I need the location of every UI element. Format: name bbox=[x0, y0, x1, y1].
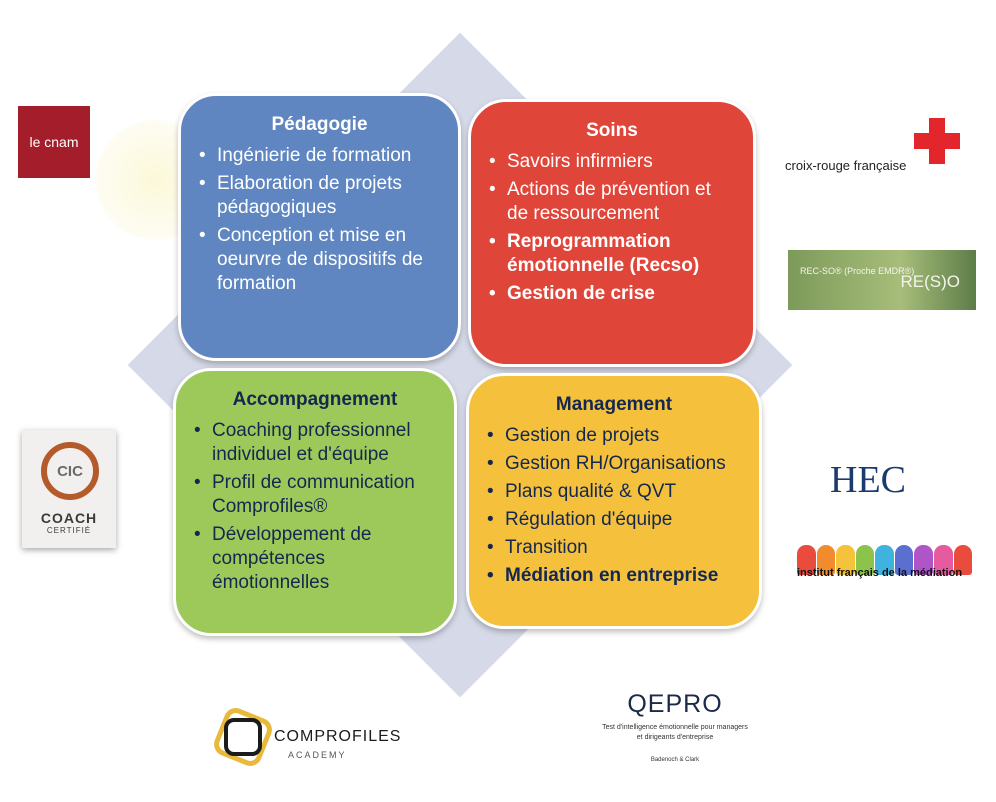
quadrant-title: Management bbox=[555, 394, 673, 415]
qepro-logo: QEPRO Test d'intelligence émotionnelle p… bbox=[600, 690, 750, 785]
quadrant-title: Pédagogie bbox=[271, 114, 368, 135]
quadrant-title: Soins bbox=[586, 120, 638, 141]
list-item: Gestion de projets bbox=[487, 424, 741, 448]
list-item: Conception et mise en oeurvre de disposi… bbox=[199, 224, 440, 296]
list-item: Régulation d'équipe bbox=[487, 508, 741, 532]
list-item: Ingénierie de formation bbox=[199, 144, 440, 168]
list-item: Gestion de crise bbox=[489, 282, 735, 306]
hec-logo: HEC bbox=[830, 458, 906, 502]
quadrant-list: Gestion de projets Gestion RH/Organisati… bbox=[487, 424, 741, 588]
list-item: Médiation en entreprise bbox=[487, 564, 741, 588]
cic-title: COACH bbox=[40, 510, 98, 526]
list-item: Actions de prévention et de ressourcemen… bbox=[489, 178, 735, 226]
recso-right-text: RE(S)O bbox=[900, 272, 961, 291]
cnam-logo: le cnam bbox=[18, 106, 90, 178]
quadrant-list: Coaching professionnel individuel et d'é… bbox=[194, 419, 436, 595]
croix-rouge-text: croix-rouge française bbox=[785, 158, 907, 173]
list-item: Transition bbox=[487, 536, 741, 560]
quadrant-accompagnement: Accompagnement Coaching professionnel in… bbox=[173, 368, 457, 636]
list-item: Reprogrammation émotionnelle (Recso) bbox=[489, 230, 735, 278]
croix-rouge-logo: croix-rouge française bbox=[785, 118, 970, 178]
quadrant-list: Ingénierie de formation Elaboration de p… bbox=[199, 144, 440, 296]
qepro-title: QEPRO bbox=[627, 690, 723, 718]
cic-badge-text: CIC bbox=[57, 462, 83, 480]
octagon-inner-icon bbox=[224, 718, 262, 756]
comprofiles-text: COMPROFILES bbox=[274, 728, 402, 745]
list-item: Profil de communication Comprofiles® bbox=[194, 471, 436, 519]
comprofiles-subtext: ACADEMY bbox=[288, 750, 347, 760]
quadrant-soins: Soins Savoirs infirmiers Actions de prév… bbox=[468, 99, 756, 367]
cic-subtitle: CERTIFIÉ bbox=[46, 526, 92, 535]
cic-coach-badge: CIC COACH CERTIFIÉ bbox=[22, 430, 116, 548]
recso-left-text: REC-SO® (Proche EMDR®) bbox=[800, 266, 915, 276]
red-cross-icon bbox=[914, 118, 960, 164]
list-item: Plans qualité & QVT bbox=[487, 480, 741, 504]
list-item: Elaboration de projets pédagogiques bbox=[199, 172, 440, 220]
quadrant-list: Savoirs infirmiers Actions de prévention… bbox=[489, 150, 735, 306]
hec-text: HEC bbox=[830, 459, 906, 501]
quadrant-management: Management Gestion de projets Gestion RH… bbox=[466, 373, 762, 629]
qepro-tagline: Test d'intelligence émotionnelle pour ma… bbox=[602, 724, 748, 741]
people-chain-icon bbox=[797, 545, 973, 575]
quadrant-pedagogie: Pédagogie Ingénierie de formation Elabor… bbox=[178, 93, 461, 361]
list-item: Coaching professionnel individuel et d'é… bbox=[194, 419, 436, 467]
recso-logo: REC-SO® (Proche EMDR®) RE(S)O bbox=[788, 250, 976, 310]
list-item: Gestion RH/Organisations bbox=[487, 452, 741, 476]
list-item: Savoirs infirmiers bbox=[489, 150, 735, 174]
list-item: Développement de compétences émotionnell… bbox=[194, 523, 436, 595]
cnam-logo-text: le cnam bbox=[29, 134, 79, 150]
qepro-partner: Badenoch & Clark bbox=[650, 757, 700, 763]
ifm-text: institut français de la médiation bbox=[797, 567, 963, 579]
cic-ring-icon: CIC bbox=[41, 442, 99, 500]
ifm-logo: institut français de la médiation bbox=[797, 545, 973, 595]
comprofiles-logo: COMPROFILES ACADEMY bbox=[210, 704, 408, 770]
quadrant-title: Accompagnement bbox=[232, 389, 398, 410]
